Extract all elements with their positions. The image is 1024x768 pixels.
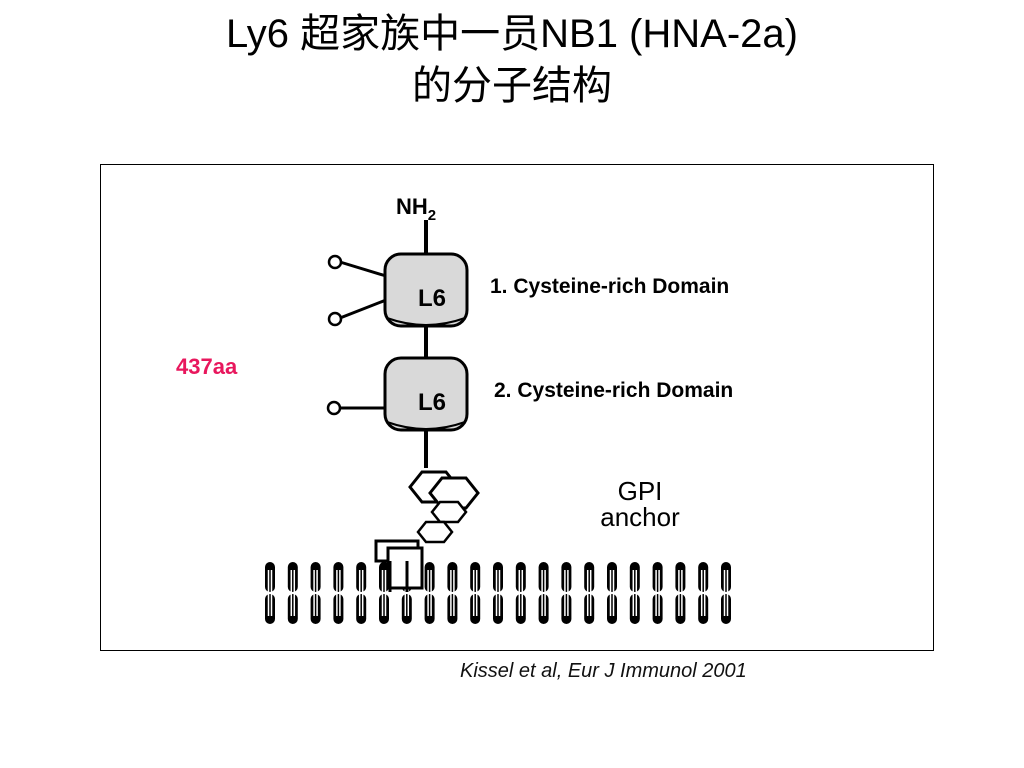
length-label: 437aa	[176, 354, 238, 379]
membrane-lipid	[561, 562, 572, 624]
citation: Kissel et al, Eur J Immunol 2001	[460, 660, 747, 682]
membrane-lipid	[470, 562, 481, 624]
domain-1-caption: 1. Cysteine-rich Domain	[490, 275, 729, 298]
membrane-lipid	[287, 562, 298, 624]
membrane-lipid	[721, 562, 731, 624]
membrane-lipid	[652, 562, 663, 624]
membrane-lipid	[447, 562, 458, 624]
membrane-lipid	[265, 562, 275, 624]
domain-2-label: L6	[418, 389, 446, 416]
membrane-lipid	[538, 562, 549, 624]
membrane-lipid	[607, 562, 617, 624]
membrane-lipid	[424, 562, 435, 624]
membrane-lipid	[629, 562, 640, 624]
membrane-lipid	[356, 562, 367, 624]
domain-1-label: L6	[418, 285, 446, 312]
domain-1-side-chains	[327, 254, 387, 327]
membrane-lipid	[675, 562, 686, 624]
domain-2-side-chain	[326, 400, 386, 416]
membrane-lipid	[333, 562, 344, 624]
gpi-label-line-2: anchor	[600, 502, 680, 532]
title-line-2: 的分子结构	[412, 64, 612, 108]
n-terminus-label: NH2	[396, 194, 436, 224]
membrane-lipid	[698, 562, 709, 624]
membrane-lipid	[584, 562, 595, 624]
domain-1: L6	[383, 252, 469, 328]
gpi-label-line-1: GPI	[618, 476, 663, 506]
domain-2: L6	[383, 356, 469, 432]
membrane-lipid	[515, 562, 526, 624]
membrane-lipid	[310, 562, 321, 624]
gpi-lipid-anchor	[374, 539, 424, 592]
slide-title: Ly6 超家族中一员NB1 (HNA-2a) 的分子结构	[0, 8, 1024, 112]
lipid-bilayer-membrane	[265, 562, 731, 624]
membrane-lipid	[493, 562, 503, 624]
domain-2-caption: 2. Cysteine-rich Domain	[494, 379, 733, 402]
gpi-anchor-glycans	[408, 470, 480, 544]
title-line-1: Ly6 超家族中一员NB1 (HNA-2a)	[226, 12, 798, 56]
